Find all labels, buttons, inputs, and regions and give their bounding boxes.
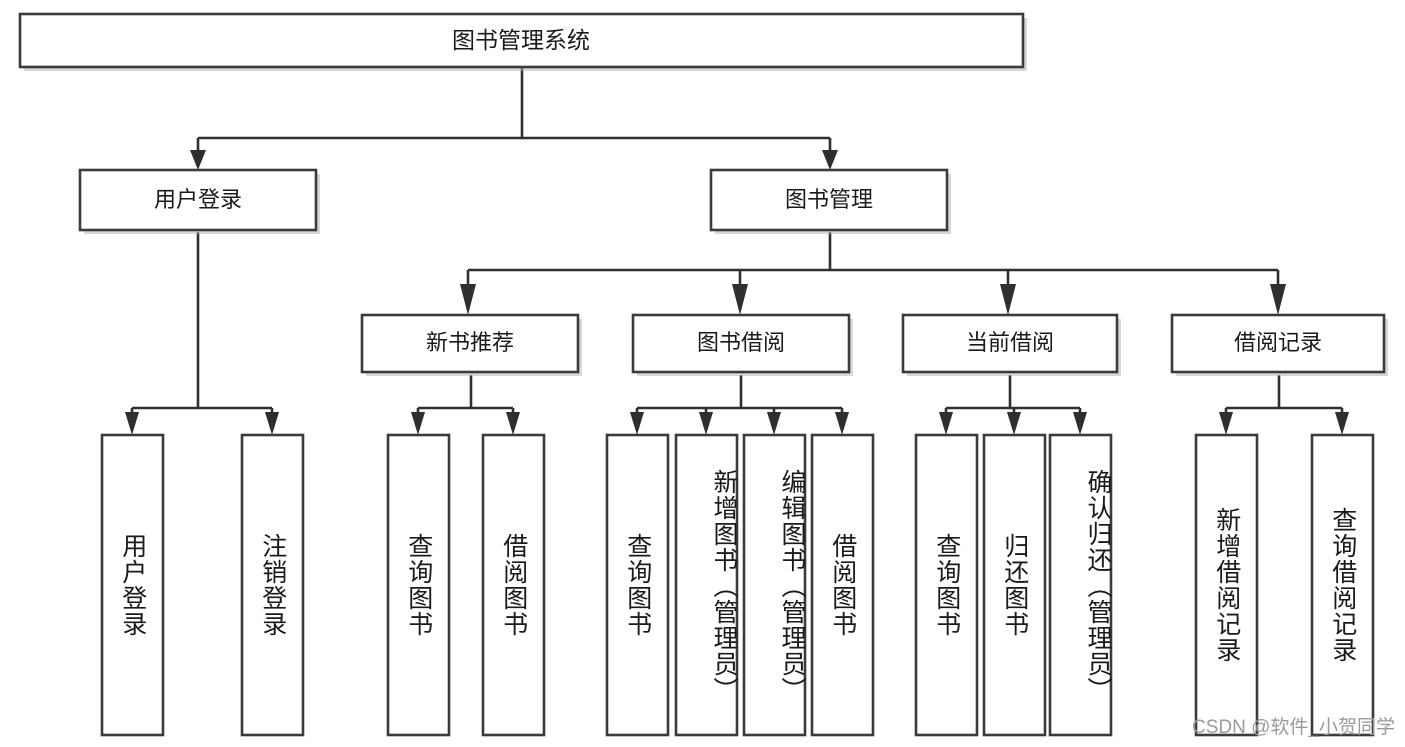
user-login-node-label: 用户登录	[154, 187, 242, 212]
arrow-to-leaf-borrow-book-1	[506, 412, 520, 435]
arrow-to-leaf-borrow-book-2	[835, 412, 849, 435]
current-borrow-node-label: 当前借阅	[966, 330, 1054, 355]
arrow-to-leaf-query-book-3	[939, 412, 953, 435]
arrow-to-leaf-return-book	[1007, 412, 1021, 435]
leaf-box-4[interactable]	[605, 433, 670, 737]
new-book-node-box[interactable]	[360, 313, 580, 374]
arrow-to-newbook	[460, 284, 476, 315]
arrow-to-leaf-logout	[265, 412, 279, 435]
book-borrow-node-label: 图书借阅	[697, 330, 785, 355]
current-borrow-node-box[interactable]	[901, 313, 1119, 374]
arrow-to-current	[1000, 284, 1016, 315]
leaf-box-7[interactable]	[810, 433, 875, 737]
leaf-box-12[interactable]	[1310, 433, 1375, 737]
arrow-to-leaf-confirm-return	[1073, 412, 1087, 435]
leaf-box-1[interactable]	[240, 433, 305, 737]
borrow-record-node-label: 借阅记录	[1234, 330, 1322, 355]
arrow-to-leaf-user-login	[125, 412, 139, 435]
arrow-to-leaf-edit-book	[767, 412, 781, 435]
leaf-box-0[interactable]	[100, 433, 165, 737]
leaf-box-9[interactable]	[982, 433, 1047, 737]
connectors-layer	[125, 67, 1349, 435]
csdn-watermark: CSDN @软件_小贺同学	[1192, 717, 1395, 738]
leaf-box-3[interactable]	[481, 433, 546, 737]
new-book-node-label: 新书推荐	[426, 330, 514, 355]
arrow-to-leaf-query-book-1	[411, 412, 425, 435]
arrow-to-borrow	[732, 284, 748, 315]
user-login-node-box[interactable]	[78, 168, 318, 232]
leaf-box-6[interactable]	[742, 433, 807, 737]
book-mgmt-node-box[interactable]	[709, 168, 949, 232]
arrow-to-book-mgmt	[822, 150, 838, 170]
node-labels-layer: 图书管理系统 用户登录 图书管理 新书推荐 图书借阅 当前借阅 借阅记录	[154, 27, 1322, 355]
leaf-box-5[interactable]	[674, 433, 739, 737]
root-node-box[interactable]	[18, 12, 1025, 69]
leaf-box-8[interactable]	[914, 433, 979, 737]
book-borrow-node-box[interactable]	[631, 313, 851, 374]
arrow-to-leaf-query-book-2	[630, 412, 644, 435]
borrow-record-node-box[interactable]	[1170, 313, 1386, 374]
nodes-layer	[18, 12, 1388, 737]
arrow-to-leaf-add-record	[1219, 412, 1233, 435]
root-node-label: 图书管理系统	[452, 27, 590, 53]
arrow-to-record	[1270, 284, 1286, 315]
book-mgmt-node-label: 图书管理	[785, 187, 873, 212]
leaf-box-2[interactable]	[386, 433, 451, 737]
arrow-to-user-login	[190, 150, 206, 170]
leaf-box-11[interactable]	[1194, 433, 1259, 737]
leaf-box-10[interactable]	[1048, 433, 1113, 737]
arrow-to-leaf-query-record	[1335, 412, 1349, 435]
arrow-to-leaf-add-book	[699, 412, 713, 435]
